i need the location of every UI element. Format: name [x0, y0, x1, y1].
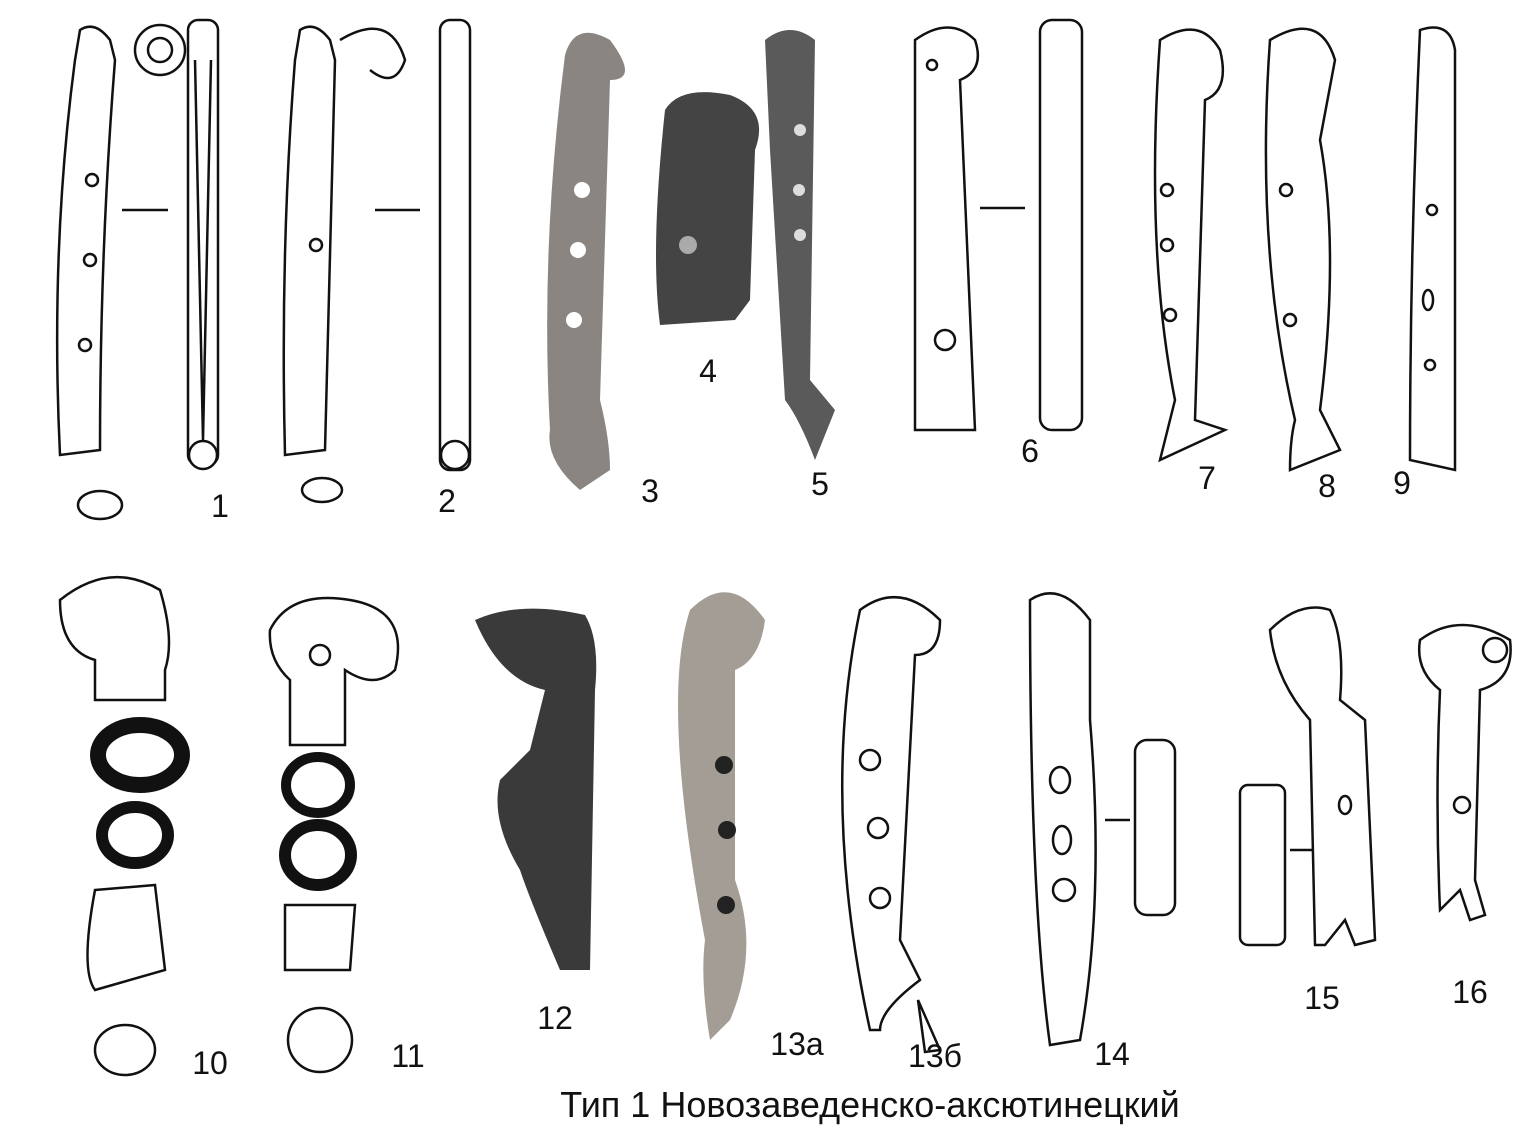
figure-label-13b: 13б — [908, 1038, 962, 1074]
artifact-9 — [1408, 26, 1457, 472]
figure-label-8: 8 — [1318, 468, 1336, 504]
figure-caption: Тип 1 Новозаведенско-аксютинецкий — [560, 1084, 1180, 1125]
figure-label-10: 10 — [192, 1045, 228, 1081]
artifact-3-photo — [547, 32, 625, 491]
figure-label-16: 16 — [1452, 974, 1488, 1010]
figure-label-12: 12 — [537, 1000, 573, 1036]
artifact-1-front — [186, 18, 220, 471]
figure-label-6: 6 — [1021, 433, 1039, 469]
artifact-2-side — [282, 25, 407, 504]
artifact-8 — [1264, 27, 1342, 472]
figure-label-4: 4 — [699, 353, 717, 389]
figure-label-3: 3 — [641, 473, 659, 509]
artifact-12-photo — [475, 608, 597, 970]
figure-label-13a: 13а — [770, 1026, 824, 1062]
artifact-15 — [1238, 606, 1377, 947]
artifact-7 — [1153, 28, 1229, 463]
figure-label-5: 5 — [811, 466, 829, 502]
artifact-10 — [58, 575, 190, 1077]
figure-label-7: 7 — [1198, 460, 1216, 496]
artifact-13a-photo — [678, 592, 765, 1040]
artifact-6 — [913, 18, 1084, 432]
artifact-1-side — [55, 23, 187, 521]
figure-label-1: 1 — [211, 488, 229, 524]
figure-label-9: 9 — [1393, 465, 1411, 501]
figure-label-15: 15 — [1304, 980, 1340, 1016]
artifact-4-photo — [656, 92, 760, 325]
figure-label-2: 2 — [438, 483, 456, 519]
artifact-13b — [840, 595, 942, 1054]
figure-label-11: 11 — [391, 1038, 425, 1074]
artifact-16 — [1417, 623, 1512, 922]
figure-label-14: 14 — [1094, 1036, 1130, 1072]
artifact-14 — [1028, 592, 1177, 1047]
artifact-2-front — [438, 18, 472, 472]
artifact-5-photo — [765, 30, 835, 460]
artifact-11 — [268, 596, 400, 1074]
